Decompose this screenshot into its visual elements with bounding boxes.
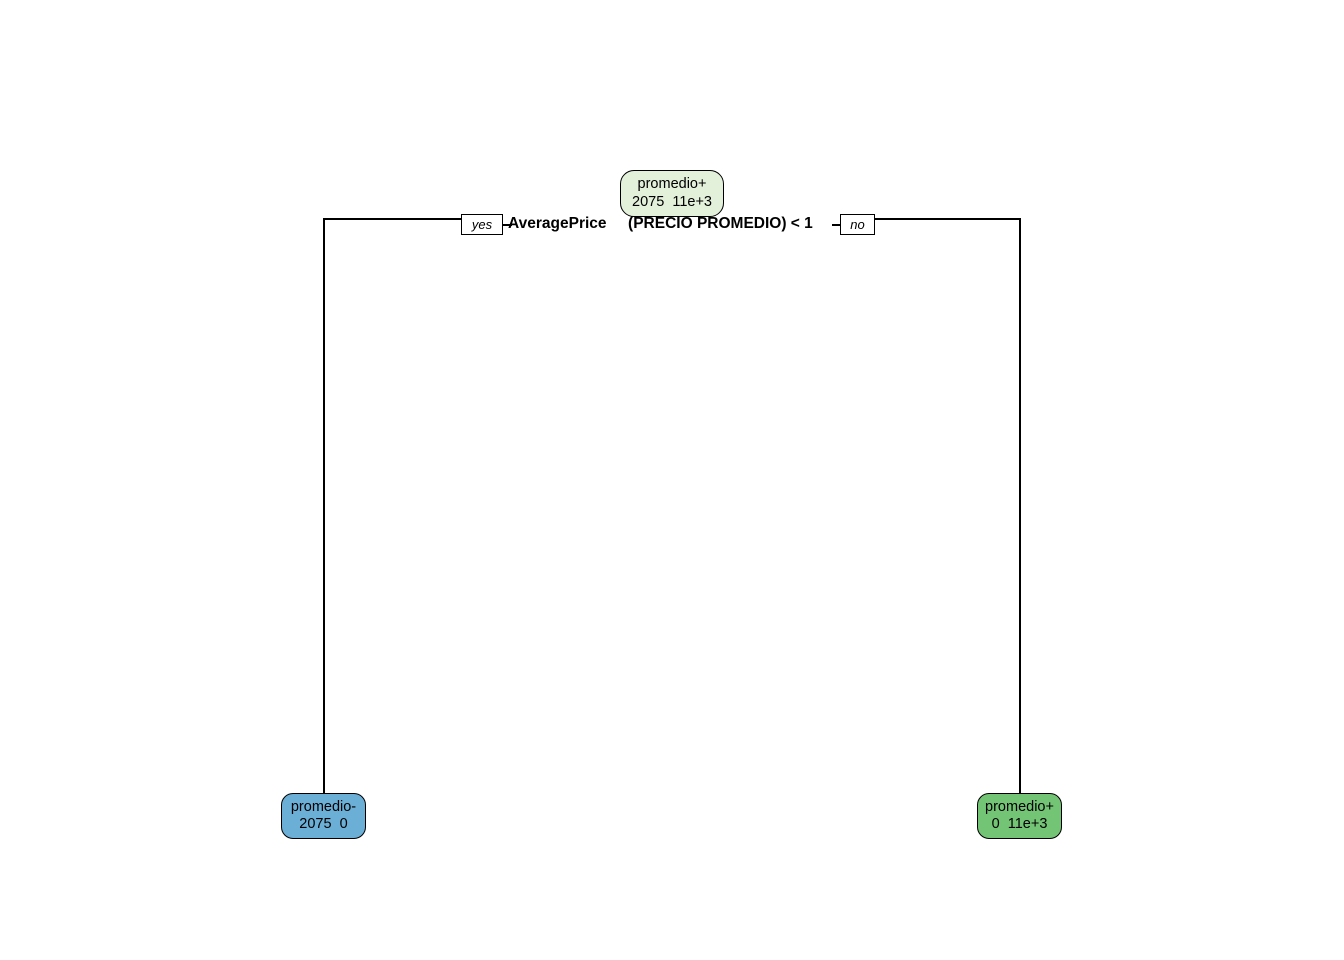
edge-no-vertical [1019,218,1021,794]
edge-yes-horizontal [323,218,461,220]
tree-node-leaf-right[interactable]: promedio+ 0 11e+3 [977,793,1062,839]
edge-no-horizontal [875,218,1021,220]
tree-node-leaf-left-counts: 2075 0 [299,816,348,832]
tree-node-leaf-right-class: promedio+ [985,798,1054,815]
tree-node-root-counts: 2075 11e+3 [632,193,712,210]
tree-node-leaf-left[interactable]: promedio- 2075 0 [281,793,366,839]
edge-no-stub [832,224,841,226]
branch-label-no[interactable]: no [840,214,875,235]
tree-node-root-class: promedio+ [637,176,707,193]
branch-label-yes[interactable]: yes [461,214,503,235]
tree-node-leaf-right-counts: 0 11e+3 [991,816,1048,832]
split-condition-label: AveragePrice (PRECIO PROMEDIO) < 1 [508,215,813,232]
edge-yes-vertical [323,218,325,794]
edge-yes-stub [503,224,512,226]
tree-node-leaf-left-class: promedio- [290,798,357,815]
tree-node-root[interactable]: promedio+ 2075 11e+3 [620,170,724,217]
